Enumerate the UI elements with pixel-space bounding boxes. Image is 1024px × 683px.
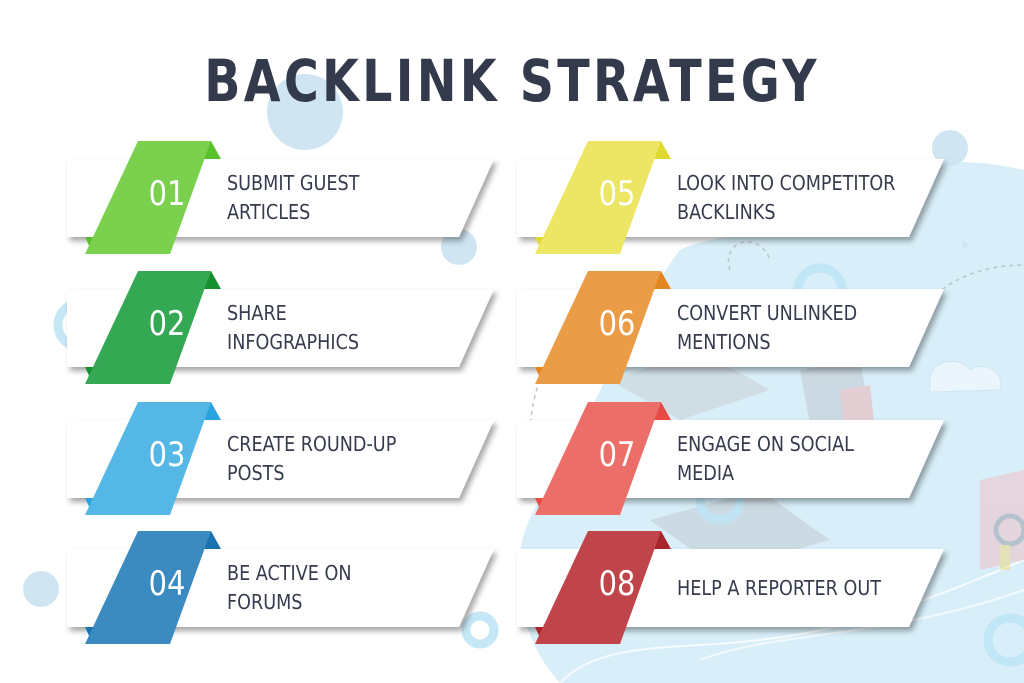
step-label: HELP A REPORTER OUT	[677, 574, 932, 603]
step-label-line1: SHARE	[227, 301, 287, 325]
strategy-card-05: 05 LOOK INTO COMPETITOR BACKLINKS	[517, 141, 975, 259]
step-label-line1: SUBMIT GUEST	[227, 171, 360, 195]
step-label: ENGAGE ON SOCIAL MEDIA	[677, 430, 932, 488]
number-ribbon	[85, 271, 221, 384]
step-label: BE ACTIVE ON FORUMS	[227, 559, 482, 617]
number-ribbon	[535, 271, 671, 384]
step-label-line1: CREATE ROUND-UP	[227, 432, 397, 456]
step-number: 08	[598, 564, 636, 604]
step-number: 05	[598, 174, 636, 214]
step-label-line2: BACKLINKS	[677, 200, 776, 224]
number-ribbon	[535, 402, 671, 515]
step-label: CREATE ROUND-UP POSTS	[227, 430, 482, 488]
step-label-line1: BE ACTIVE ON	[227, 561, 352, 585]
step-label-line2: MEDIA	[677, 461, 735, 485]
step-number: 07	[598, 435, 636, 475]
strategy-card-07: 07 ENGAGE ON SOCIAL MEDIA	[517, 402, 975, 520]
strategy-card-02: 02 SHARE INFOGRAPHICS	[67, 271, 525, 389]
step-label-line1: LOOK INTO COMPETITOR	[677, 171, 896, 195]
strategy-card-01: 01 SUBMIT GUEST ARTICLES	[67, 141, 525, 259]
step-label: LOOK INTO COMPETITOR BACKLINKS	[677, 169, 932, 227]
step-label-line1: ENGAGE ON SOCIAL	[677, 432, 854, 456]
number-ribbon	[85, 531, 221, 644]
step-label: SHARE INFOGRAPHICS	[227, 299, 482, 357]
step-label-line2: FORUMS	[227, 590, 303, 614]
step-number: 03	[148, 435, 186, 475]
step-number: 06	[598, 304, 636, 344]
step-number: 02	[148, 304, 186, 344]
number-ribbon	[85, 141, 221, 254]
strategy-card-06: 06 CONVERT UNLINKED MENTIONS	[517, 271, 975, 389]
step-label-line1: CONVERT UNLINKED	[677, 301, 858, 325]
strategy-card-08: 08 HELP A REPORTER OUT	[517, 531, 975, 649]
strategy-card-04: 04 BE ACTIVE ON FORUMS	[67, 531, 525, 649]
step-number: 01	[148, 174, 186, 214]
step-label: SUBMIT GUEST ARTICLES	[227, 169, 482, 227]
step-label-line2: POSTS	[227, 461, 285, 485]
page-title: BACKLINK STRATEGY	[204, 47, 820, 115]
step-label-line2: ARTICLES	[227, 200, 311, 224]
strategy-card-03: 03 CREATE ROUND-UP POSTS	[67, 402, 525, 520]
step-label-line1: HELP A REPORTER OUT	[677, 576, 881, 600]
step-label: CONVERT UNLINKED MENTIONS	[677, 299, 932, 357]
number-ribbon	[535, 531, 671, 644]
step-label-line2: MENTIONS	[677, 330, 771, 354]
number-ribbon	[535, 141, 671, 254]
step-label-line2: INFOGRAPHICS	[227, 330, 360, 354]
number-ribbon	[85, 402, 221, 515]
step-number: 04	[148, 564, 186, 604]
